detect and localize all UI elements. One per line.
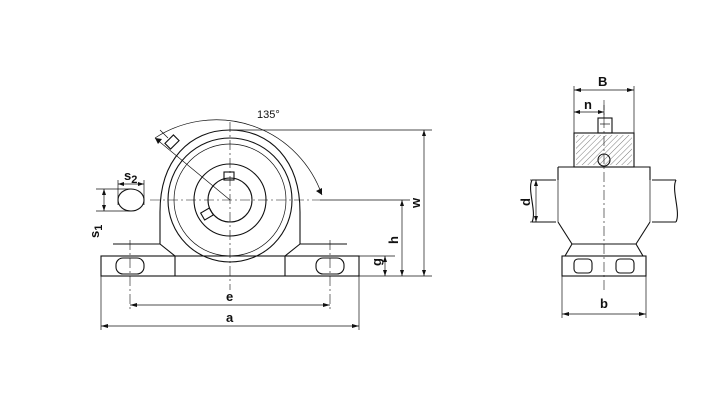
side-grease-nipple <box>597 117 613 134</box>
label-angle: 135° <box>257 109 280 121</box>
shaft-bore <box>207 177 253 223</box>
right-shoulder <box>284 243 347 257</box>
set-screw-top <box>223 171 235 181</box>
bearing-ring <box>193 163 267 237</box>
angle-arc <box>154 119 323 196</box>
label-n: n <box>584 97 592 112</box>
grease-nipple <box>159 129 180 150</box>
housing-base <box>100 255 360 277</box>
label-g: g <box>369 258 384 266</box>
insert-hatching <box>576 135 632 165</box>
label-w: w <box>408 197 423 209</box>
slot-detail-ellipse <box>117 188 145 212</box>
label-B: B <box>598 74 607 89</box>
label-s2: s2 <box>124 168 137 186</box>
label-s1: s1 <box>87 225 105 238</box>
label-d: d <box>518 198 533 206</box>
housing-neck <box>557 221 651 245</box>
label-b: b <box>600 296 608 311</box>
side-base <box>561 255 647 277</box>
housing-upper <box>557 166 651 180</box>
ball <box>597 153 611 167</box>
side-dimensions: B n d b <box>518 74 647 318</box>
housing-outer-ring <box>167 137 293 263</box>
front-view <box>96 119 360 330</box>
set-screw-side <box>199 207 215 221</box>
front-dimensions: s2 s1 e a g h w 135° <box>87 109 432 328</box>
left-shoulder <box>113 243 176 257</box>
shaft <box>532 179 676 223</box>
label-a: a <box>226 310 234 325</box>
side-view <box>530 100 678 290</box>
label-h: h <box>386 236 401 244</box>
label-e: e <box>226 289 233 304</box>
